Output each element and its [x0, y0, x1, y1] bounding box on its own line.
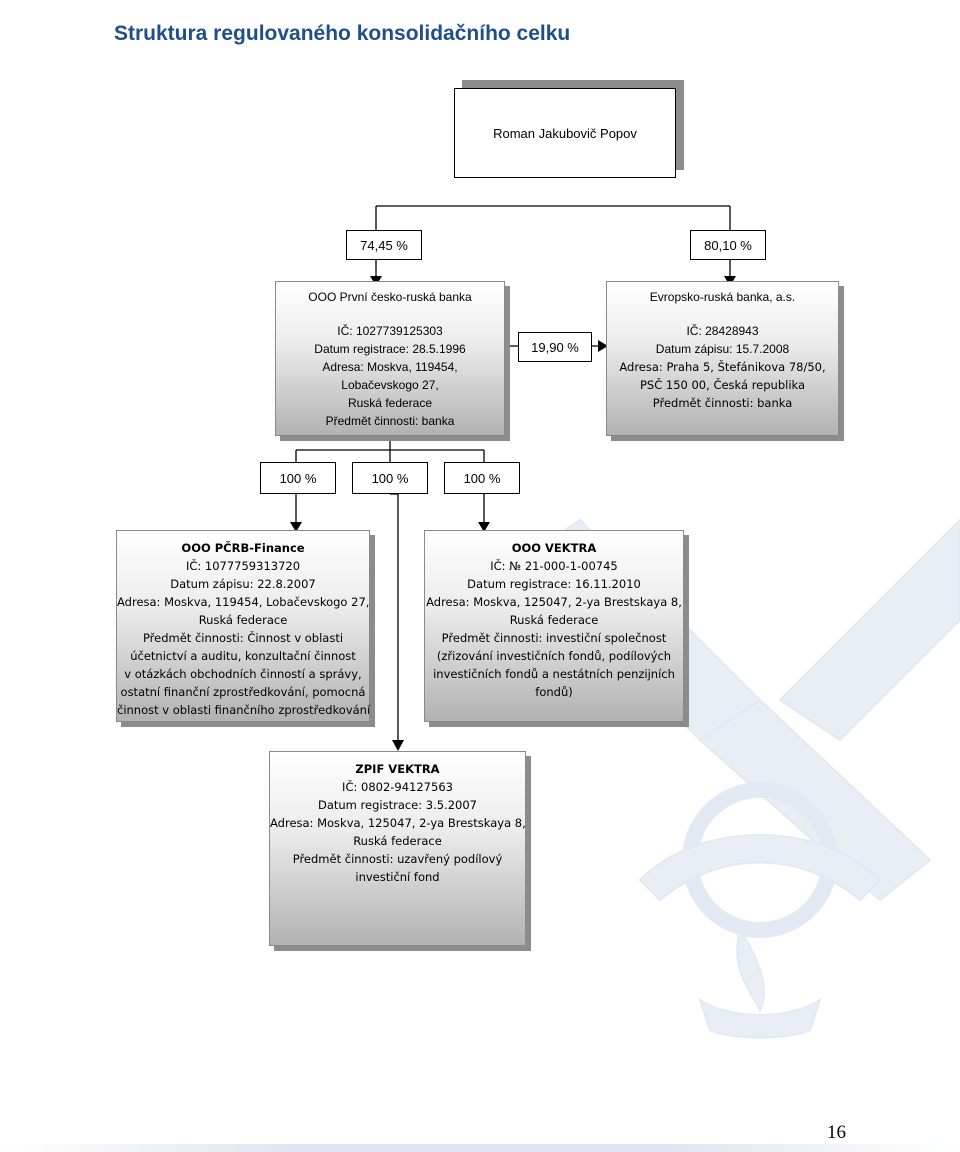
- entity-detail: Předmět činnosti: investiční společnost: [441, 631, 667, 645]
- page-number: 16: [827, 1122, 846, 1143]
- entity-detail: investičních fondů a nestátních penzijní…: [433, 667, 675, 681]
- ownership-first-evropsko: 19,90 %: [518, 332, 592, 362]
- entity-name: OOO VEKTRA: [511, 541, 597, 555]
- entity-detail: Datum zápisu: 22.8.2007: [170, 577, 316, 591]
- ownership-subsidiary-1: 100 %: [260, 462, 336, 494]
- entity-name: OOO PČRB-Finance: [181, 541, 305, 555]
- entity-detail: Adresa: Moskva, 119454, Lobačevskogo 27,: [117, 595, 370, 609]
- ownership-owner-evropsko: 80,10 %: [690, 230, 766, 260]
- entity-detail: Adresa: Moskva, 125047, 2-ya Brestskaya …: [270, 816, 526, 830]
- entity-detail: Ruská federace: [198, 613, 288, 627]
- page-title: Struktura regulovaného konsolidačního ce…: [114, 22, 571, 45]
- entity-detail: činnost v oblasti finančního zprostředko…: [117, 703, 371, 717]
- entity-detail: Ruská federace: [509, 613, 599, 627]
- entity-detail: Datum registrace: 28.5.1996: [314, 342, 466, 356]
- entity-box-evropsko: Evropsko-ruská banka, a.s. IČ: 28428943 …: [606, 281, 839, 436]
- entity-name: OOO První česko-ruská banka: [308, 290, 472, 304]
- owner-box: Roman Jakubovič Popov: [454, 88, 676, 178]
- entity-detail: ostatní finanční zprostředkování, pomocn…: [120, 685, 366, 699]
- entity-box-first-bank: OOO První česko-ruská banka IČ: 10277391…: [275, 281, 505, 436]
- entity-box-vektra: OOO VEKTRA IČ: № 21-000-1-00745 Datum re…: [424, 530, 684, 722]
- ownership-owner-first: 74,45 %: [346, 230, 422, 260]
- entity-detail: Datum registrace: 16.11.2010: [467, 577, 641, 591]
- entity-detail: v otázkách obchodních činností a správy,: [124, 667, 362, 681]
- entity-detail: Adresa: Moskva, 119454,: [322, 360, 458, 374]
- entity-detail: Předmět činnosti: banka: [652, 396, 793, 410]
- entity-name: Evropsko-ruská banka, a.s.: [649, 290, 796, 304]
- entity-detail: (zřizování investičních fondů, podílovýc…: [436, 649, 672, 663]
- entity-detail: IČ: 0802-94127563: [342, 780, 453, 794]
- entity-detail: účetnictví a auditu, konzultační činnost: [130, 649, 356, 663]
- entity-detail: IČ: 28428943: [686, 324, 759, 338]
- entity-detail: Předmět činnosti: Činnost v oblasti: [142, 631, 344, 645]
- ownership-subsidiary-2: 100 %: [352, 462, 428, 494]
- entity-detail: Ruská federace: [353, 834, 442, 848]
- entity-detail: Předmět činnosti: uzavřený podílový: [292, 852, 503, 866]
- entity-detail: Ruská federace: [347, 396, 433, 410]
- ownership-subsidiary-3: 100 %: [444, 462, 520, 494]
- entity-detail: Adresa: Moskva, 125047, 2-ya Brestskaya …: [426, 595, 682, 609]
- entity-detail: IČ: 1077759313720: [185, 559, 301, 573]
- owner-name: Roman Jakubovič Popov: [493, 125, 637, 141]
- entity-detail: Předmět činnosti: banka: [325, 414, 455, 428]
- entity-detail: PSČ 150 00, Česká republika: [639, 378, 806, 392]
- entity-detail: Lobačevskogo 27,: [341, 378, 439, 392]
- entity-detail: fondů): [535, 685, 573, 699]
- entity-detail: Datum registrace: 3.5.2007: [317, 798, 478, 812]
- entity-detail: investiční fond: [355, 870, 440, 884]
- entity-box-pcrb-finance: OOO PČRB-Finance IČ: 1077759313720 Datum…: [116, 530, 370, 722]
- entity-name: ZPIF VEKTRA: [355, 762, 440, 776]
- entity-detail: IČ: № 21-000-1-00745: [490, 559, 618, 573]
- entity-detail: IČ: 1027739125303: [337, 324, 443, 338]
- footer-bar: [0, 1144, 960, 1152]
- entity-detail: Datum zápisu: 15.7.2008: [655, 342, 790, 356]
- entity-detail: Adresa: Praha 5, Štefánikova 78/50,: [619, 360, 826, 374]
- entity-box-zpif-vektra: ZPIF VEKTRA IČ: 0802-94127563 Datum regi…: [269, 751, 526, 946]
